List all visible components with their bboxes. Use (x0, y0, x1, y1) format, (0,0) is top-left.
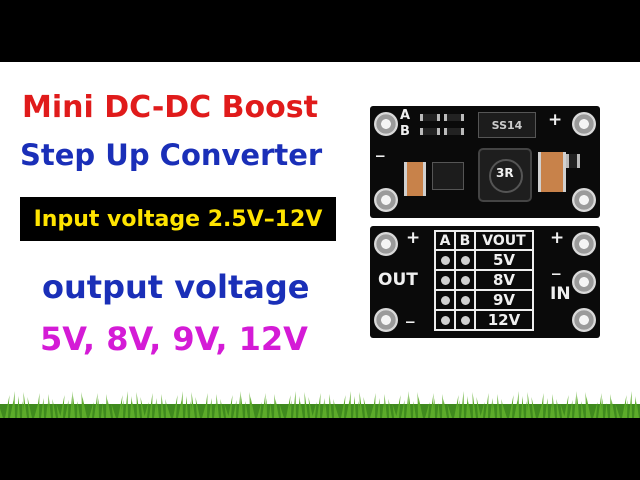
silk-plus-out: + (406, 228, 421, 248)
product-banner: Mini DC-DC Boost Step Up Converter Input… (0, 62, 640, 418)
smd-resistor (420, 114, 440, 121)
input-voltage-badge: Input voltage 2.5V–12V (20, 197, 336, 241)
jumper-pad (460, 296, 470, 305)
table-row: 9V (434, 289, 534, 311)
pcb-pad (572, 308, 596, 332)
jumper-pad (440, 276, 450, 285)
vout-cell: 5V (474, 249, 534, 271)
smd-capacitor (404, 162, 426, 196)
column-header-a: A (434, 230, 456, 251)
pcb-top-view: A B SS14 + _ 3R (370, 106, 600, 218)
vout-cell: 8V (474, 269, 534, 291)
silk-plus-in: + (550, 228, 565, 248)
pcb-pad (572, 112, 596, 136)
grass-strip (0, 391, 640, 418)
pcb-pad (572, 232, 596, 256)
headline-line-1: Mini DC-DC Boost (22, 90, 318, 125)
power-inductor: 3R (478, 148, 532, 202)
smd-resistor (444, 128, 464, 135)
pcb-pad (572, 188, 596, 212)
top-letterbox (0, 0, 640, 62)
jumper-pad (440, 316, 450, 325)
jumper-pad (460, 316, 470, 325)
vout-cell: 12V (474, 309, 534, 331)
boost-ic (432, 162, 464, 190)
inductor-code: 3R (496, 166, 514, 180)
headline-line-2: Step Up Converter (20, 138, 323, 172)
pcb-pad (374, 112, 398, 136)
diode: SS14 (478, 112, 536, 138)
table-header-row: A B VOUT (434, 230, 534, 251)
bottom-letterbox (0, 418, 640, 480)
silk-in-label: IN (550, 284, 571, 304)
smd-capacitor (538, 152, 566, 192)
silk-minus-in: _ (552, 256, 561, 276)
jumper-pad (460, 256, 470, 265)
jumper-pad (440, 296, 450, 305)
smd-resistor (420, 128, 440, 135)
column-header-vout: VOUT (474, 230, 534, 251)
vout-cell: 9V (474, 289, 534, 311)
table-row: 8V (434, 269, 534, 291)
pcb-pad (572, 270, 596, 294)
output-voltage-label: output voltage (42, 268, 310, 306)
silk-minus-out: _ (406, 304, 415, 324)
silk-out-label: OUT (378, 270, 418, 290)
column-header-b: B (454, 230, 476, 251)
output-voltage-values: 5V, 8V, 9V, 12V (40, 320, 308, 358)
pcb-pad (374, 308, 398, 332)
pcb-pad (374, 232, 398, 256)
silk-plus-top: + (548, 110, 563, 130)
table-row: 5V (434, 249, 534, 271)
pcb-pad (374, 188, 398, 212)
jumper-pad (460, 276, 470, 285)
silk-label-b: B (400, 124, 410, 139)
table-row: 12V (434, 309, 534, 331)
jumper-pad (440, 256, 450, 265)
voltage-select-table: A B VOUT 5V 8V 9V 12V (434, 230, 534, 331)
smd-resistor (444, 114, 464, 121)
silk-label-a: A (400, 108, 411, 123)
smd-resistor (566, 154, 580, 168)
pcb-bottom-view: + _ OUT + _ IN A B VOUT 5V 8V (370, 226, 600, 338)
silk-minus-top: _ (376, 138, 385, 158)
diode-marking: SS14 (491, 118, 523, 132)
